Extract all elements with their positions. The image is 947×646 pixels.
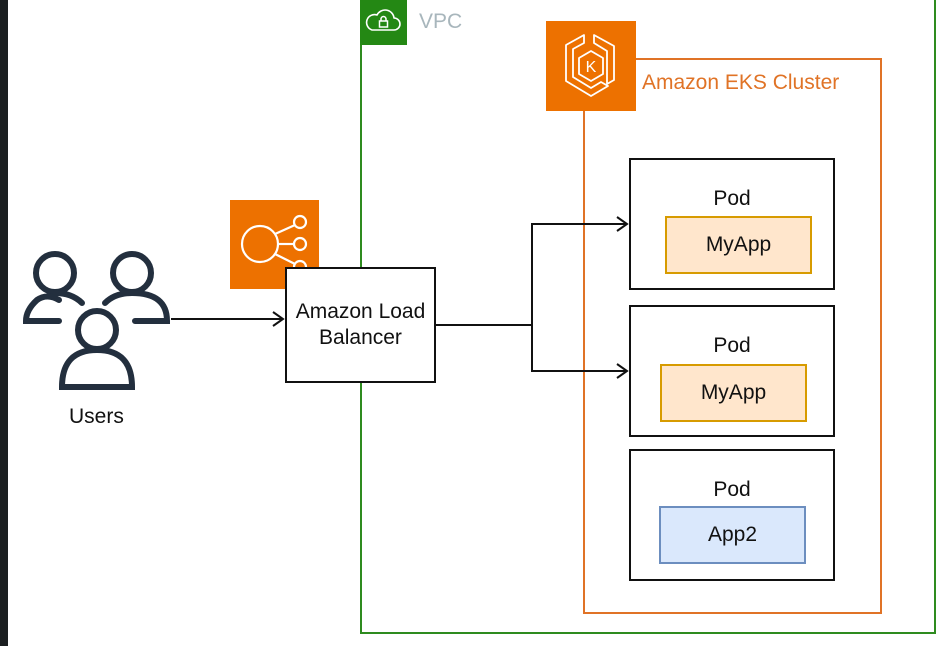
load-balancer-node[interactable]: Amazon Load Balancer: [285, 267, 436, 383]
editor-left-edge: [0, 0, 8, 646]
pod-label: Pod: [713, 334, 751, 357]
load-balancer-label-line2: Balancer: [319, 326, 402, 349]
pod-node[interactable]: Pod MyApp: [629, 305, 835, 437]
vpc-cloud-lock-icon: [360, 0, 407, 45]
pod-node[interactable]: Pod App2: [629, 449, 835, 581]
users-label: Users: [69, 405, 124, 428]
load-balancer-label-line1: Amazon Load: [295, 300, 426, 323]
app-container[interactable]: App2: [659, 506, 806, 564]
app-container[interactable]: MyApp: [660, 364, 807, 422]
eks-cluster-label: Amazon EKS Cluster: [642, 71, 840, 94]
app-container[interactable]: MyApp: [665, 216, 812, 274]
pod-label: Pod: [713, 187, 751, 210]
vpc-label: VPC: [419, 10, 463, 33]
svg-text:K: K: [586, 59, 597, 76]
users-group-icon[interactable]: [22, 245, 172, 395]
pod-label: Pod: [713, 478, 751, 501]
pod-node[interactable]: Pod MyApp: [629, 158, 835, 290]
eks-kubernetes-icon: K: [546, 21, 636, 111]
arrowhead-lb: [272, 311, 285, 327]
